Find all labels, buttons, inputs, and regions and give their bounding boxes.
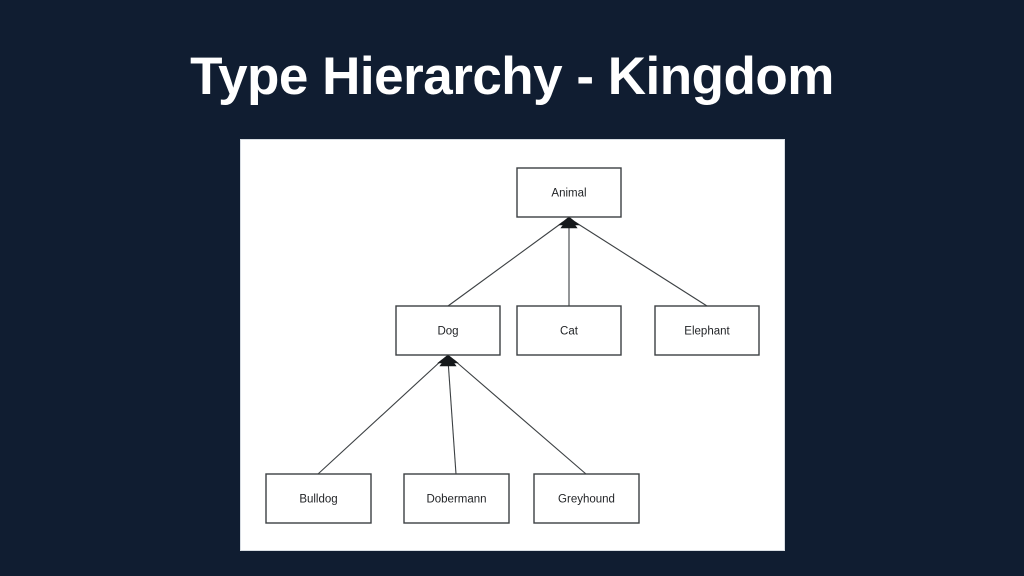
node-box-dobermann <box>403 473 510 524</box>
node-box-bulldog <box>265 473 372 524</box>
node-greyhound[interactable]: Greyhound <box>533 473 640 524</box>
node-label-cat: Cat <box>560 326 579 338</box>
edge-dog-to-animal <box>447 221 564 307</box>
page-title: Type Hierarchy - Kingdom <box>190 47 834 106</box>
edge-elephant-to-animal <box>574 221 708 307</box>
arrowhead-dog-wide <box>437 354 459 364</box>
diagram-panel: Animal Dog Cat Elephant Bulldog Doberman <box>240 139 785 551</box>
node-box-elephant <box>654 305 760 356</box>
edge-dobermann-to-dog <box>447 359 457 475</box>
node-box-cat <box>516 305 622 356</box>
node-bulldog[interactable]: Bulldog <box>265 473 372 524</box>
node-label-dog: Dog <box>437 326 458 338</box>
node-box-animal <box>516 167 622 218</box>
edge-greyhound-to-dog <box>453 359 587 475</box>
type-hierarchy-diagram: Animal Dog Cat Elephant Bulldog Doberman <box>265 167 760 524</box>
edge-bulldog-to-dog <box>317 359 443 475</box>
node-label-elephant: Elephant <box>684 326 730 338</box>
arrowhead-animal-wide <box>558 216 580 226</box>
node-elephant[interactable]: Elephant <box>654 305 760 356</box>
node-animal[interactable]: Animal <box>516 167 622 218</box>
node-dog[interactable]: Dog <box>395 305 501 356</box>
diagram-edges <box>317 216 708 475</box>
node-dobermann[interactable]: Dobermann <box>403 473 510 524</box>
node-label-dobermann: Dobermann <box>426 494 486 506</box>
node-label-bulldog: Bulldog <box>299 494 337 506</box>
node-label-greyhound: Greyhound <box>558 494 615 506</box>
node-box-dog <box>395 305 501 356</box>
node-box-greyhound <box>533 473 640 524</box>
node-label-animal: Animal <box>551 188 586 200</box>
node-cat[interactable]: Cat <box>516 305 622 356</box>
